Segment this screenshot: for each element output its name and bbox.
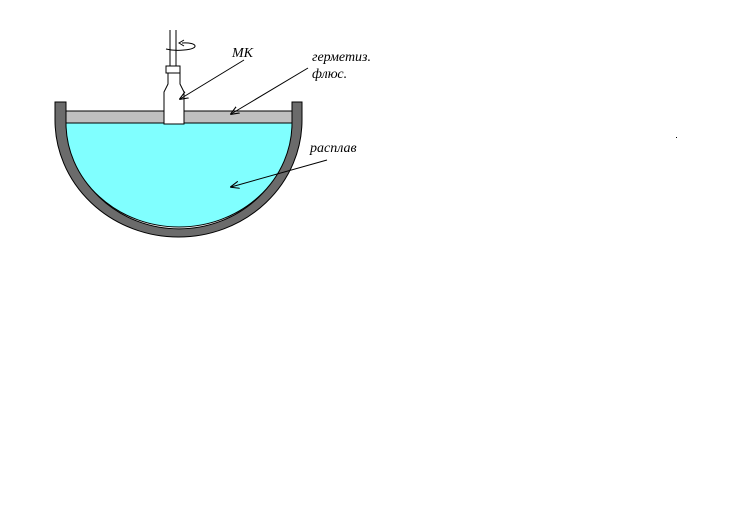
label-melt: расплав bbox=[309, 141, 357, 156]
melt-leader-arrow bbox=[231, 159, 328, 187]
label-sealing-flux-1: герметиз. bbox=[312, 50, 371, 65]
rotation-arrow-icon bbox=[165, 39, 196, 51]
label-sealing-flux-2: флюс. bbox=[312, 67, 347, 82]
flux-leader-arrow bbox=[231, 67, 309, 114]
crucible-wall bbox=[54, 101, 303, 238]
seed-rod bbox=[163, 30, 185, 125]
label-mk: МК bbox=[231, 46, 254, 61]
stray-dot bbox=[676, 137, 677, 138]
melt bbox=[65, 122, 293, 228]
mk-leader-arrow bbox=[180, 59, 245, 99]
